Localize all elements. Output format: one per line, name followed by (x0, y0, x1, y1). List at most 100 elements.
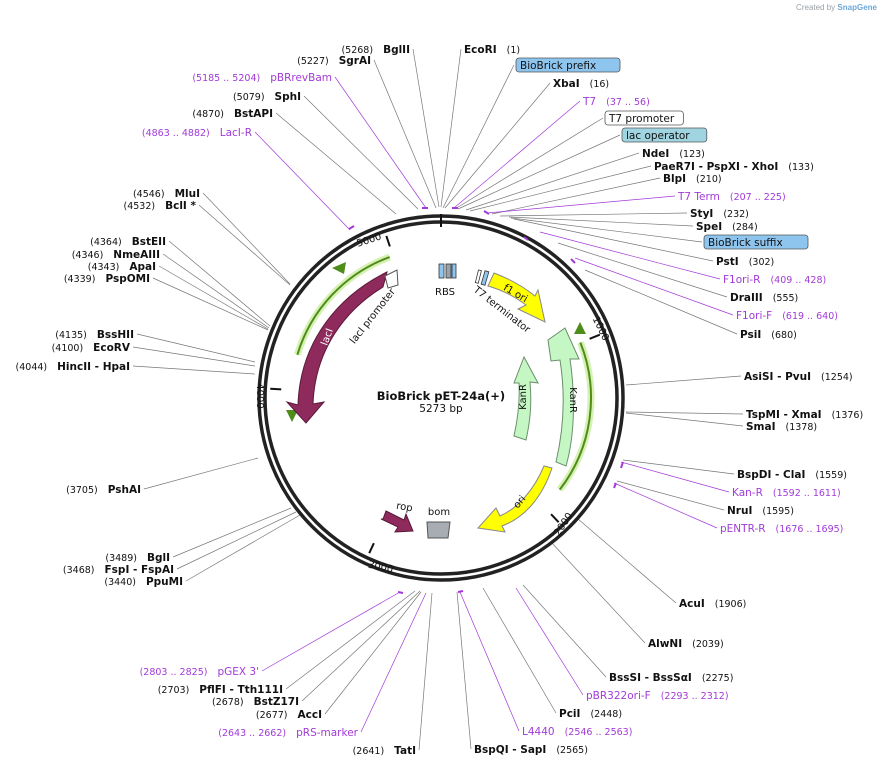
label-styI[interactable]: StyI(232) (690, 208, 749, 220)
enzyme-label: (4135)BssHII (55, 329, 134, 341)
label-xbaI[interactable]: XbaI(16) (553, 78, 609, 90)
label-pspOMI[interactable]: (4339)PspOMI (64, 273, 150, 285)
site-name: PciI (559, 708, 580, 720)
t7-terminator-block (474, 269, 482, 284)
label-bstAPI[interactable]: (4870)BstAPI (192, 108, 273, 120)
label-t7term[interactable]: T7 Term(207 .. 225) (677, 191, 786, 203)
label-suffix[interactable]: BioBrick suffix (703, 234, 809, 250)
label-pflFI[interactable]: (2703)PflFI - Tth111I (158, 684, 283, 696)
label-speI[interactable]: SpeI(284) (696, 221, 758, 233)
label-pGEX3[interactable]: (2803 .. 2825)pGEX 3' (140, 666, 259, 678)
label-paeR7I[interactable]: PaeR7I - PspXI - XhoI (133) (654, 161, 814, 173)
label-f1oriR[interactable]: F1ori-R(409 .. 428) (723, 274, 826, 286)
label-nmeAIII[interactable]: (4346)NmeAIII (72, 249, 160, 261)
leader-line (185, 514, 301, 582)
kanR-feature[interactable]: KanR (513, 355, 539, 441)
label-smaI[interactable]: SmaI(1378) (746, 421, 817, 433)
label-pBR322[interactable]: pBR322ori-F(2293 .. 2312) (586, 690, 729, 702)
site-name: BstAPI (234, 108, 273, 120)
label-tatI[interactable]: (2641)TatI (353, 745, 416, 757)
label-lacop[interactable]: lac operator (621, 127, 708, 143)
label-bstEII[interactable]: (4364)BstEII (90, 236, 166, 248)
leader-line (456, 591, 472, 750)
label-fspI[interactable]: (3468)FspI - FspAI (63, 564, 174, 576)
label-bstZ17I[interactable]: (2678)BstZ17I (212, 696, 299, 708)
site-name: BstEII (132, 236, 166, 248)
label-pBRrevBam[interactable]: (5185 .. 5204)pBRrevBam (192, 72, 332, 84)
site-position: (133) (788, 162, 814, 173)
ori-feature[interactable]: ori (477, 465, 553, 533)
label-ppuMI[interactable]: (3440)PpuMI (104, 576, 183, 588)
label-acuI[interactable]: AcuI(1906) (679, 598, 746, 610)
bom-feature[interactable]: bom (426, 507, 451, 539)
site-name: AlwNI (648, 638, 682, 650)
label-t7prom[interactable]: T7 promoter (604, 110, 684, 126)
label-sphI[interactable]: (5079)SphI (233, 91, 301, 103)
label-bspQI[interactable]: BspQI - SapI(2565) (474, 744, 588, 756)
label-lacIR[interactable]: (4863 .. 4882)LacI-R (142, 127, 252, 139)
kanR-feature[interactable]: KanR (547, 327, 580, 467)
site-name: BglII (383, 44, 410, 56)
leader-line (453, 100, 581, 209)
label-hincII[interactable]: (4044)HincII - HpaI (16, 361, 130, 373)
site-name: BglI (147, 552, 170, 564)
enzyme-label: (5079)SphI (233, 91, 301, 103)
lacI-arrow (285, 271, 388, 424)
label-tspMI[interactable]: TspMI - XmaI(1376) (746, 409, 863, 421)
label-sgrAI[interactable]: (5227)SgrAI (297, 55, 371, 67)
site-position: (2641) (353, 746, 385, 757)
label-ecoRI[interactable]: EcoRI(1) (464, 44, 520, 56)
leader-line (574, 257, 734, 316)
label-apaI[interactable]: (4343)ApaI (88, 261, 156, 273)
label-f1oriF[interactable]: F1ori-F(619 .. 640) (736, 310, 838, 322)
label-accI[interactable]: (2677)AccI (256, 709, 322, 721)
label-bglII[interactable]: (5268) BglII (341, 44, 410, 56)
label-mluI[interactable]: (4546)MluI (133, 188, 200, 200)
label-bssSI[interactable]: BssSI - BssSαI(2275) (609, 672, 733, 684)
label-ndeI[interactable]: NdeI(123) (642, 148, 705, 160)
label-nruI[interactable]: NruI(1595) (727, 505, 794, 517)
site-position: (5268) (341, 45, 373, 56)
enzyme-label: EcoRI(1) (464, 44, 520, 56)
label-pstI[interactable]: PstI(302) (716, 256, 774, 268)
site-name: BspDI - ClaI (737, 469, 805, 481)
feature-line-arrow (332, 262, 346, 274)
site-position: (2293 .. 2312) (661, 691, 729, 702)
site-position: (2703) (158, 685, 190, 696)
primer-label: F1ori-F(619 .. 640) (736, 310, 838, 322)
label-bclI[interactable]: (4532)BclI * (124, 200, 197, 212)
label-prefix[interactable]: BioBrick prefix (515, 57, 621, 73)
site-name: AsiSI - PvuI (744, 371, 811, 383)
leader-line (168, 240, 271, 327)
label-pciI[interactable]: PciI(2448) (559, 708, 622, 720)
enzyme-label: (5227)SgrAI (297, 55, 371, 67)
label-ecoRV[interactable]: (4100)EcoRV (52, 342, 131, 354)
label-bspDI[interactable]: BspDI - ClaI(1559) (737, 469, 847, 481)
primer-site-mark (348, 225, 355, 230)
label-blpI[interactable]: BlpI(210) (663, 173, 722, 185)
label-t7[interactable]: T7(37 .. 56) (582, 96, 650, 108)
site-name: PaeR7I - PspXI - XhoI (654, 161, 778, 173)
label-psiI[interactable]: PsiI(680) (740, 329, 797, 341)
feature-line-arrow (574, 322, 586, 334)
site-name: HincII - HpaI (57, 361, 130, 373)
ori-arrow (477, 465, 553, 533)
label-bstHII[interactable]: (4135)BssHII (55, 329, 134, 341)
site-name: EcoRV (93, 342, 131, 354)
label-bglI[interactable]: (3489)BglI (105, 552, 170, 564)
label-kanR[interactable]: Kan-R(1592 .. 1611) (732, 487, 841, 499)
rbs-block (445, 263, 452, 279)
site-name: PstI (716, 256, 739, 268)
label-pRS[interactable]: (2643 .. 2662)pRS-marker (218, 727, 358, 739)
rop-feature[interactable]: rop (380, 501, 414, 533)
primer-label: (2643 .. 2662)pRS-marker (218, 727, 358, 739)
rbs-feature[interactable]: RBS (435, 263, 457, 298)
primer-site-mark (523, 236, 529, 241)
label-l4440[interactable]: L4440(2546 .. 2563) (522, 726, 632, 738)
label-pshAI[interactable]: (3705)PshAI (66, 484, 141, 496)
label-asiSI[interactable]: AsiSI - PvuI(1254) (744, 371, 853, 383)
label-pENTRR[interactable]: pENTR-R(1676 .. 1695) (720, 523, 843, 535)
primer-label: pBR322ori-F(2293 .. 2312) (586, 690, 729, 702)
label-alwNI[interactable]: AlwNI(2039) (648, 638, 724, 650)
label-draIII[interactable]: DraIII(555) (730, 292, 798, 304)
